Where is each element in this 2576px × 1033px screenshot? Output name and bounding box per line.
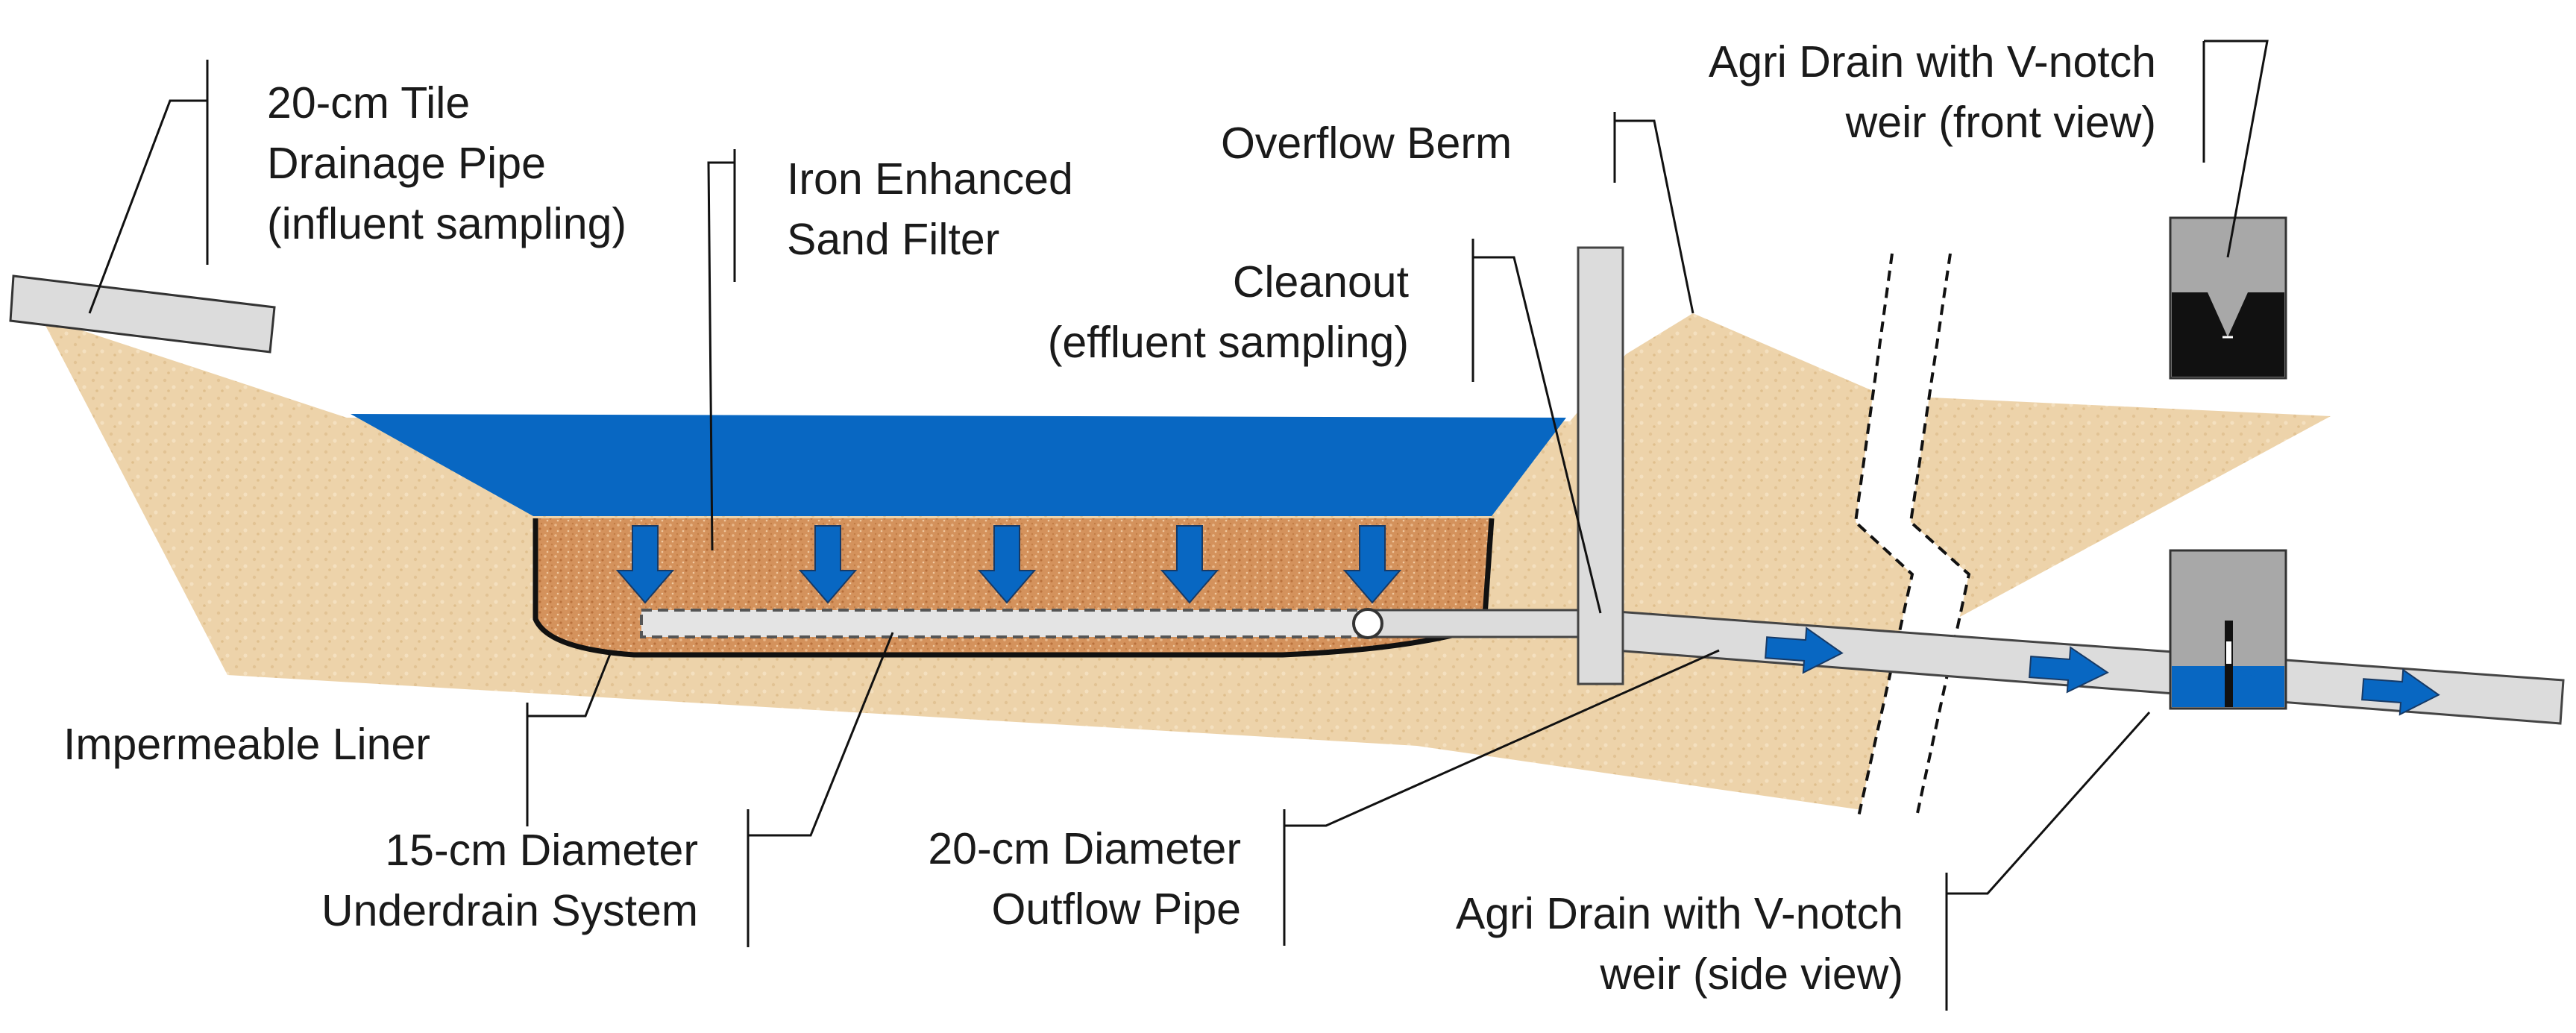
underdrain-connector — [1367, 609, 1598, 638]
leader-agri-side — [1945, 712, 2151, 1011]
right-arrow-icon — [1765, 627, 1844, 674]
label-impermeable-liner: Impermeable Liner — [63, 720, 430, 769]
leader-cleanout — [1471, 239, 1602, 614]
label-sand-filter: Iron Enhanced Sand Filter — [787, 154, 1073, 264]
label-cleanout: Cleanout (effluent sampling) — [1047, 257, 1409, 367]
tile-drainage-pipe — [9, 274, 276, 354]
cleanout-riser — [1577, 246, 1624, 685]
leader-liner — [526, 650, 613, 826]
leader-outflow — [1283, 649, 1720, 946]
leader-sand-filter — [707, 149, 736, 551]
leader-tile-pipe — [88, 60, 209, 314]
down-arrow-icon — [1342, 525, 1402, 604]
agri-drain-side-view — [2169, 549, 2287, 710]
down-arrow-icon — [615, 525, 675, 604]
label-tile-drainage-pipe: 20-cm Tile Drainage Pipe (influent sampl… — [267, 78, 627, 248]
right-arrow-icon — [2029, 646, 2109, 694]
label-outflow-pipe: 20-cm Diameter Outflow Pipe — [928, 824, 1241, 934]
label-underdrain: 15-cm Diameter Underdrain System — [321, 826, 698, 935]
agri-drain-front-view — [2169, 216, 2287, 380]
hill-break-line — [1853, 253, 1914, 817]
cleanout-junction — [1352, 608, 1383, 639]
label-agri-drain-side: Agri Drain with V-notch weir (side view) — [1455, 889, 1903, 999]
leader-agri-front — [2202, 40, 2269, 258]
label-overflow-berm: Overflow Berm — [1221, 119, 1512, 168]
leader-overflow-berm — [1613, 112, 1694, 314]
down-arrow-icon — [798, 525, 858, 604]
down-arrow-icon — [977, 525, 1037, 604]
label-agri-drain-front: Agri Drain with V-notch weir (front view… — [1708, 37, 2156, 147]
right-arrow-icon — [2361, 668, 2440, 716]
down-arrow-icon — [1160, 525, 1219, 604]
ponded-water — [351, 414, 1566, 516]
leader-underdrain — [747, 632, 894, 947]
underdrain-pipe — [640, 609, 1370, 638]
hill-break-line — [1909, 253, 1971, 817]
